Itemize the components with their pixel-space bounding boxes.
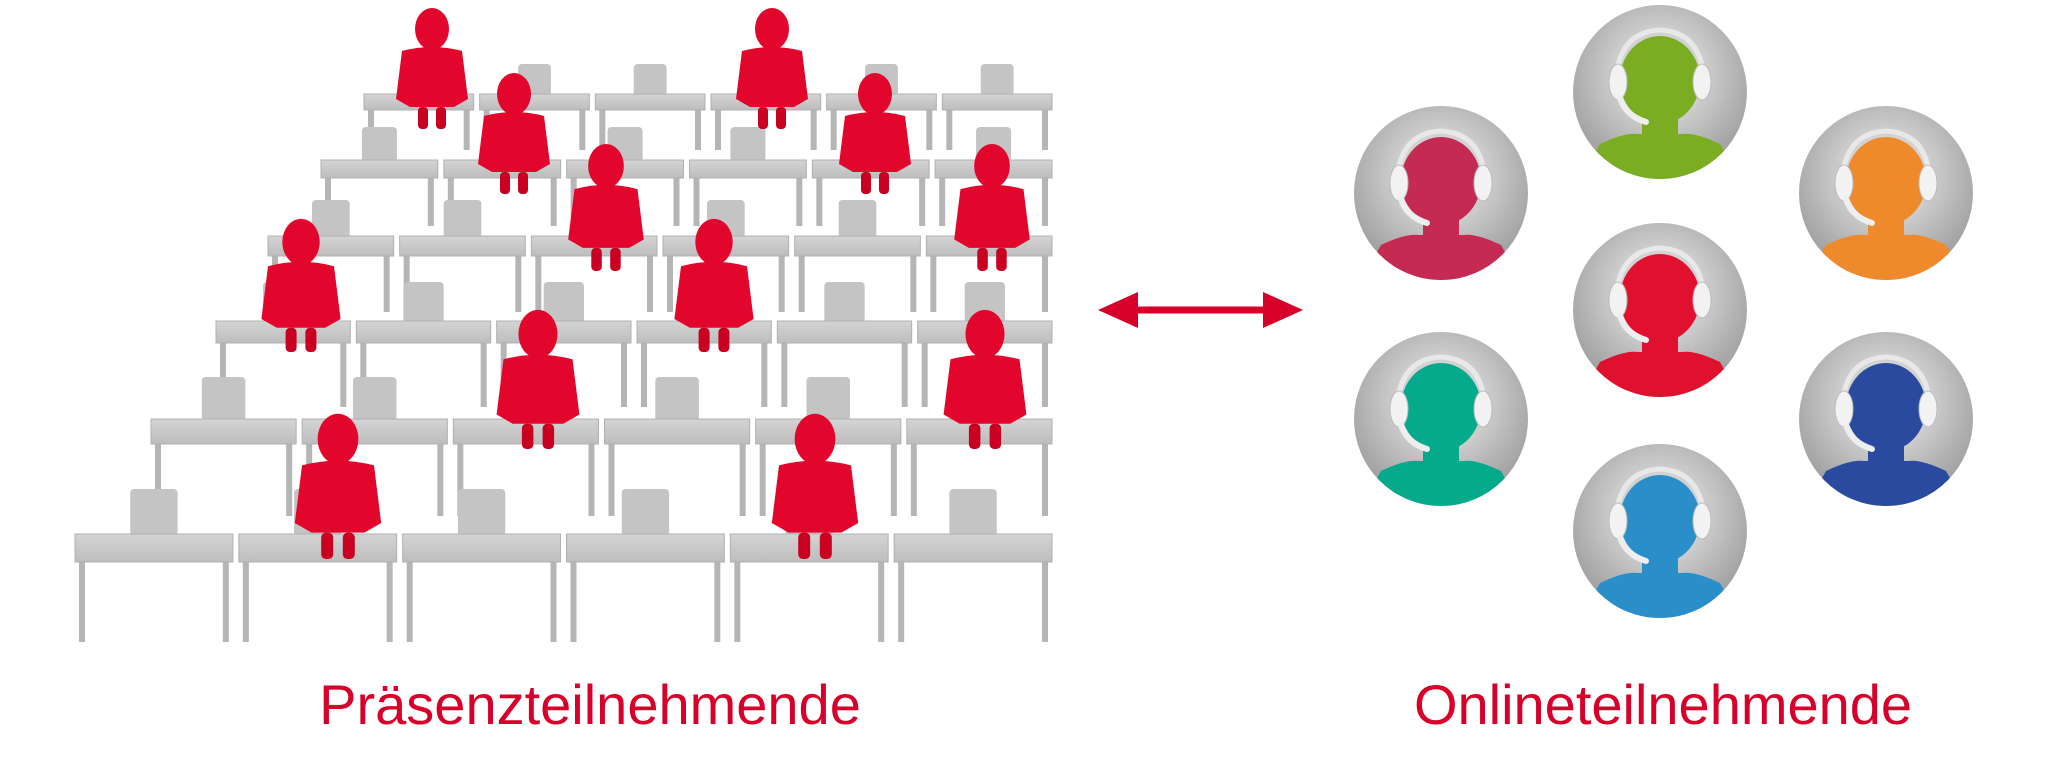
- headset-user-icon: [1799, 106, 1973, 280]
- in-person-participant: [954, 143, 1030, 271]
- in-person-participant: [674, 218, 754, 352]
- desk: [594, 64, 706, 150]
- in-person-participant: [839, 73, 911, 194]
- in-person-participant: [736, 8, 808, 129]
- desk: [566, 489, 725, 642]
- in-person-participant: [771, 413, 859, 559]
- desk: [776, 282, 913, 407]
- desk: [402, 489, 561, 642]
- desk: [74, 489, 234, 642]
- double-headed-arrow-icon: [1098, 292, 1303, 328]
- in-person-participants-label: Präsenzteilnehmende: [319, 673, 861, 736]
- headset-user-icon: [1354, 332, 1528, 506]
- in-person-participant: [294, 413, 382, 559]
- desk: [355, 282, 492, 407]
- desk: [794, 200, 921, 312]
- desk: [941, 64, 1053, 150]
- desk: [893, 489, 1053, 642]
- in-person-participant: [478, 73, 550, 194]
- online-participants-label: Onlineteilnehmende: [1413, 673, 1913, 736]
- online-participants-group: [1354, 5, 1973, 618]
- in-person-participant: [261, 218, 341, 352]
- in-person-participant: [496, 309, 580, 449]
- classroom-illustration: [74, 8, 1053, 642]
- desk: [689, 127, 807, 226]
- headset-user-icon: [1573, 444, 1747, 618]
- desk: [320, 127, 439, 226]
- in-person-participant: [396, 8, 468, 129]
- desk: [604, 377, 751, 516]
- headset-user-icon: [1573, 5, 1747, 179]
- headset-user-icon: [1354, 106, 1528, 280]
- desk: [150, 377, 297, 516]
- headset-user-icon: [1573, 223, 1747, 397]
- in-person-participant: [943, 309, 1027, 449]
- headset-user-icon: [1799, 332, 1973, 506]
- in-person-participant: [568, 143, 644, 271]
